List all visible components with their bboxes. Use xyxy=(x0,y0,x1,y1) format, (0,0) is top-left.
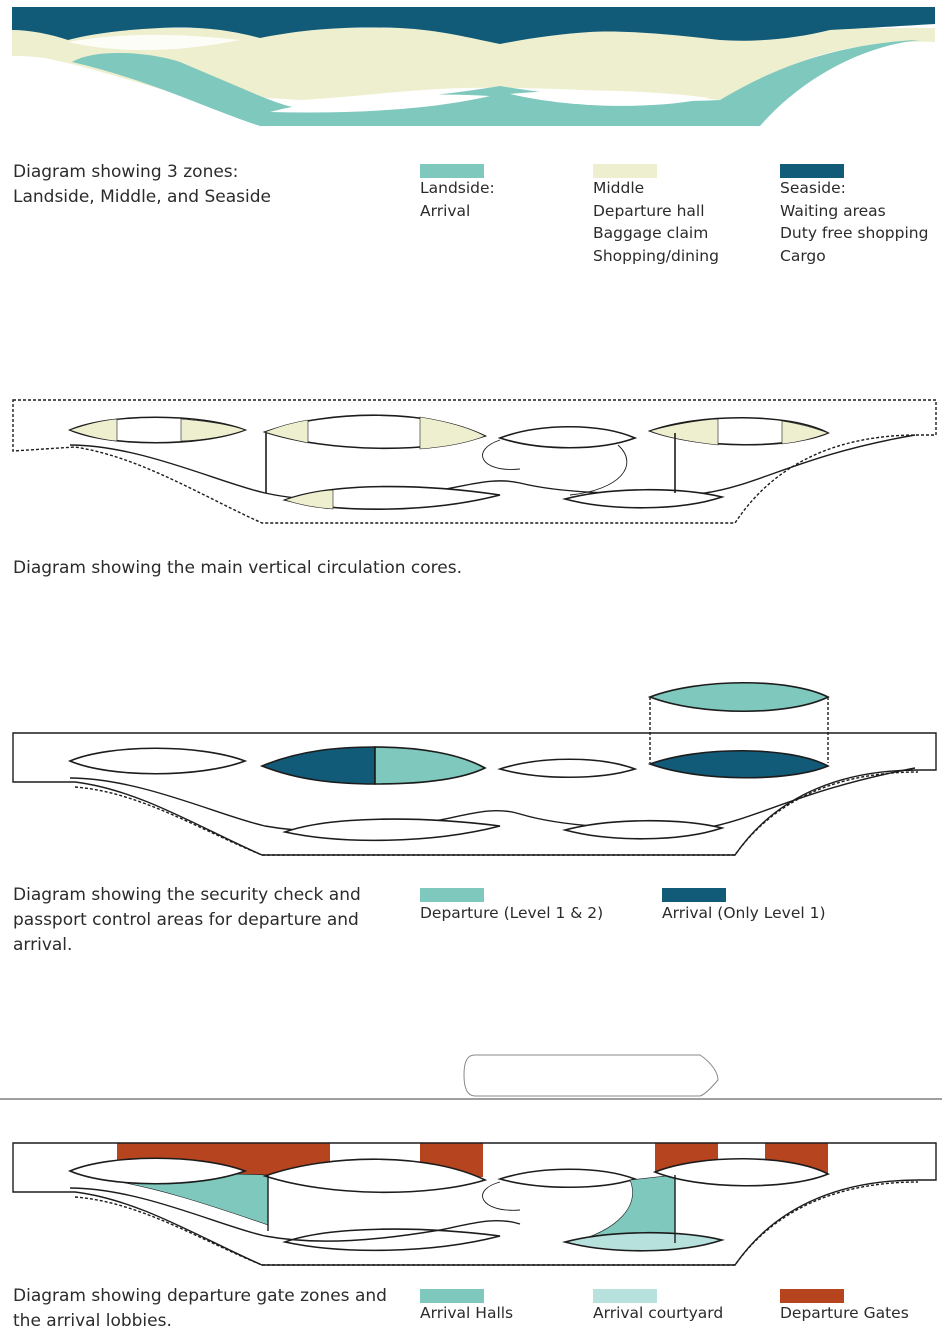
building-dashed-edge xyxy=(74,771,919,856)
lens-gap xyxy=(270,94,490,113)
circulation-caption: Diagram showing the main vertical circul… xyxy=(13,558,462,578)
arrival-courtyard xyxy=(561,1231,725,1252)
lens-gap xyxy=(510,90,710,106)
core-segment xyxy=(264,419,309,444)
gates-diagram xyxy=(0,1054,942,1266)
lens-lower-2 xyxy=(561,488,725,509)
core-segment xyxy=(180,418,246,442)
lens-1 xyxy=(67,747,248,775)
core-segment xyxy=(419,416,486,450)
legend-label-middle: Middle Departure hall Baggage claim Shop… xyxy=(593,179,719,265)
legend-swatch-departure-gates xyxy=(780,1289,844,1303)
lens-upper-3 xyxy=(497,425,638,449)
building-dashed-edge xyxy=(74,1181,919,1266)
building-outline xyxy=(12,399,937,524)
legend-label-landside: Landside: Arrival xyxy=(420,179,495,220)
landside-zone xyxy=(72,40,920,126)
lens-lower-1 xyxy=(282,818,501,842)
lens-lower-1 xyxy=(282,1228,501,1252)
lens-2 xyxy=(262,1158,488,1194)
ramp-curve xyxy=(482,439,521,470)
security-diagram xyxy=(12,681,937,856)
lens-3 xyxy=(497,758,638,779)
lens-lower-2 xyxy=(561,819,725,840)
seaside-zone xyxy=(12,7,935,44)
security-caption: Diagram showing the security check and p… xyxy=(13,885,361,955)
legend-swatch-landside xyxy=(420,164,484,178)
legend-swatch-middle xyxy=(593,164,657,178)
core-segment xyxy=(781,420,829,445)
upper-level-link xyxy=(649,697,829,763)
legend-label-arrival-halls: Arrival Halls xyxy=(420,1304,514,1322)
gates-caption: Diagram showing departure gate zones and… xyxy=(13,1286,387,1331)
concourse-curve xyxy=(69,434,916,501)
concourse-curve xyxy=(69,1187,521,1242)
lens-4 xyxy=(652,1157,830,1187)
arrival-zone-level1 xyxy=(647,749,830,779)
circulation-diagram xyxy=(12,399,937,524)
lens-3 xyxy=(497,1168,638,1189)
legend-swatch-arrival xyxy=(662,888,726,902)
concourse-curve xyxy=(69,767,916,832)
legend-label-departure-gates: Departure Gates xyxy=(780,1304,909,1322)
middle-zone xyxy=(12,28,935,100)
ramp-curve xyxy=(482,1181,521,1211)
core-segment xyxy=(649,418,719,446)
legend-label-departure: Departure (Level 1 & 2) xyxy=(420,904,604,922)
lens-1 xyxy=(67,1157,248,1185)
legend-label-arrival-courtyard: Arrival courtyard xyxy=(593,1304,724,1322)
legend-swatch-arrival-halls xyxy=(420,1289,484,1303)
lens-gap xyxy=(68,34,240,51)
core-segment xyxy=(284,489,334,510)
legend-swatch-seaside xyxy=(780,164,844,178)
lens-lower-1 xyxy=(282,485,501,510)
legend-swatch-departure xyxy=(420,888,484,902)
departure-zone-upper xyxy=(647,681,830,713)
zones-diagram xyxy=(12,7,935,126)
core-segment xyxy=(69,418,118,442)
arrival-zone xyxy=(259,746,376,785)
ship-outline xyxy=(463,1054,719,1097)
legend-label-arrival: Arrival (Only Level 1) xyxy=(662,904,826,922)
departure-zone xyxy=(374,746,487,785)
zones-caption: Diagram showing 3 zones: Landside, Middl… xyxy=(13,162,271,207)
ramp-curve xyxy=(569,444,628,496)
legend-label-seaside: Seaside: Waiting areas Duty free shoppin… xyxy=(780,179,929,265)
legend-swatch-arrival-courtyard xyxy=(593,1289,657,1303)
